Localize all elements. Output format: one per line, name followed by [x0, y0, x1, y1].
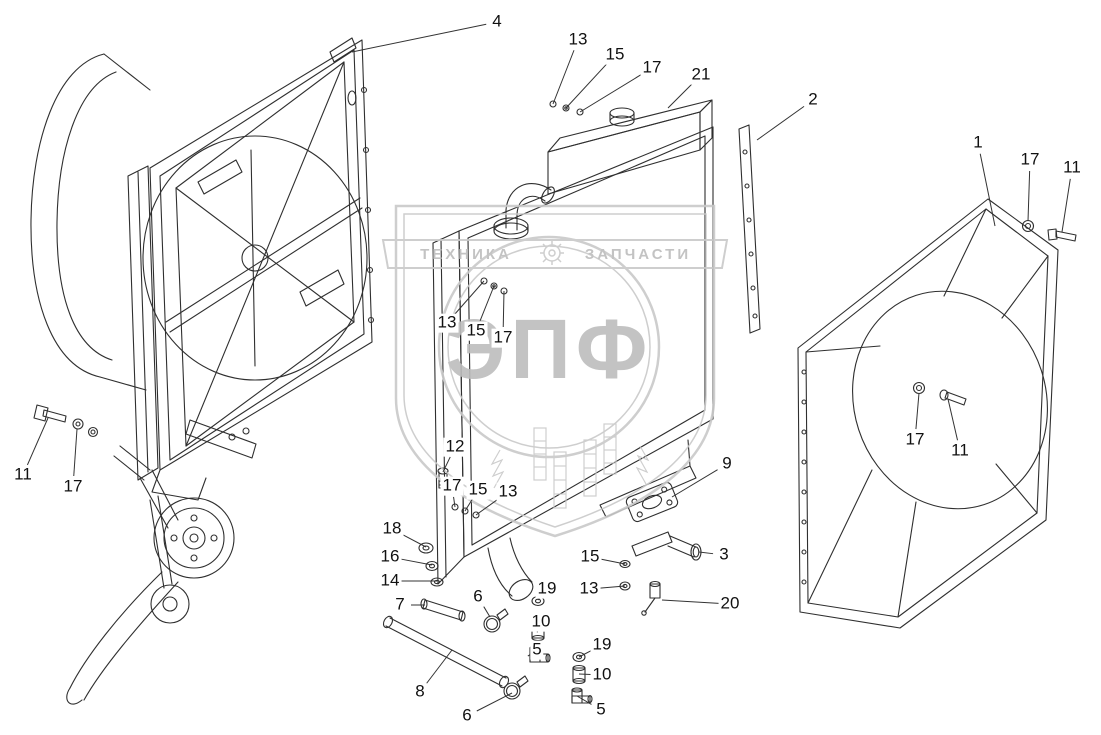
callout-label-17-7: 17	[1018, 149, 1042, 170]
watermark-shield: ЭПФ ТЕХНИКА ЗАПЧАСТИ	[381, 204, 729, 538]
callout-label-2-5: 2	[806, 89, 820, 110]
callout-label-17-11: 17	[491, 327, 515, 348]
callout-label-15-10: 15	[464, 320, 488, 341]
callout-label-13-9: 13	[435, 312, 459, 333]
callout-leader	[565, 62, 608, 109]
callout-label-17-13: 17	[440, 475, 464, 496]
callout-label-13-30: 13	[577, 578, 601, 599]
callout-leader	[661, 599, 720, 604]
callout-leader	[578, 649, 593, 658]
callout-label-7-19: 7	[393, 594, 407, 615]
callout-label-12-12: 12	[443, 436, 467, 457]
callout-label-3-32: 3	[717, 544, 731, 565]
callout-leader	[475, 498, 500, 516]
callout-leader	[1027, 170, 1031, 222]
callout-label-20-33: 20	[718, 593, 742, 614]
callout-leader	[667, 82, 694, 109]
callout-label-1-6: 1	[971, 132, 985, 153]
radiator-frame-and-fan-drive-assembly	[30, 37, 375, 705]
callout-label-5-24: 5	[530, 639, 544, 660]
fan-shroud-panel	[797, 198, 1077, 629]
callout-leader	[600, 558, 626, 565]
callout-label-17-37: 17	[61, 476, 85, 497]
callout-leader	[671, 469, 718, 498]
callout-label-19-25: 19	[590, 634, 614, 655]
callout-leader	[979, 153, 996, 227]
callout-leader	[756, 105, 805, 141]
callout-leader	[426, 649, 453, 684]
callout-leader	[599, 585, 626, 589]
callout-label-14-18: 14	[378, 570, 402, 591]
callout-leader	[453, 280, 485, 316]
callout-label-18-16: 18	[380, 518, 404, 539]
callout-leader	[401, 533, 427, 548]
callout-leader	[552, 50, 575, 105]
callout-label-9-31: 9	[720, 453, 734, 474]
callout-leader	[483, 606, 491, 618]
callout-label-15-2: 15	[603, 44, 627, 65]
callout-label-8-20: 8	[413, 681, 427, 702]
callout-label-4-0: 4	[490, 11, 504, 32]
callout-label-17-34: 17	[903, 429, 927, 450]
callout-label-17-3: 17	[640, 57, 664, 78]
callout-leader	[576, 695, 592, 705]
callout-leader	[442, 456, 451, 473]
callout-leader	[1061, 178, 1071, 233]
callout-leader	[915, 392, 920, 430]
callout-leader	[464, 499, 473, 512]
callout-leader	[453, 496, 456, 508]
watermark-brand-text: ЭПФ	[446, 302, 653, 396]
callout-label-5-28: 5	[594, 699, 608, 720]
callout-leader	[502, 290, 505, 328]
callout-label-21-4: 21	[689, 64, 713, 85]
watermark-band-right-text: ЗАПЧАСТИ	[585, 246, 691, 263]
callout-label-11-35: 11	[949, 440, 971, 461]
callout-label-15-29: 15	[578, 546, 602, 567]
radiator-core-assembly	[382, 99, 761, 704]
callout-leader	[947, 398, 959, 441]
callout-label-6-21: 6	[471, 586, 485, 607]
callout-leader	[73, 428, 78, 477]
callout-label-16-17: 16	[378, 546, 402, 567]
callout-leader	[479, 285, 495, 321]
gear-icon	[540, 241, 564, 265]
callout-leader	[476, 692, 513, 712]
callout-leader	[579, 73, 643, 113]
watermark-ornament	[490, 423, 650, 509]
callout-label-11-8: 11	[1061, 157, 1083, 178]
callout-label-13-15: 13	[496, 481, 520, 502]
callout-leader	[578, 673, 592, 676]
callout-label-15-14: 15	[466, 479, 490, 500]
callout-label-10-23: 10	[529, 611, 553, 632]
callout-label-10-26: 10	[590, 664, 614, 685]
callout-label-13-1: 13	[566, 29, 590, 50]
callout-leader	[26, 417, 49, 466]
callout-label-19-22: 19	[535, 578, 559, 599]
callout-leader	[698, 551, 714, 555]
callout-leader	[400, 558, 433, 566]
callout-label-11-36: 11	[12, 464, 34, 485]
watermark-band-left-text: ТЕХНИКА	[420, 246, 512, 263]
callout-leader	[351, 23, 487, 53]
callout-label-6-27: 6	[460, 705, 474, 726]
